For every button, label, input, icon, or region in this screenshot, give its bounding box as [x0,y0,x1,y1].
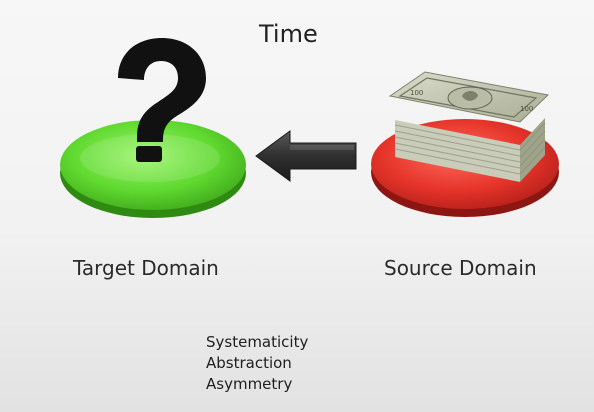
property-item: Systematicity [206,333,309,351]
property-item: Abstraction [206,354,292,372]
left-arrow-icon [255,130,357,182]
properties-list: Systematicity Abstraction Asymmetry [206,332,308,395]
target-domain-label: Target Domain [73,256,219,280]
svg-text:100: 100 [520,105,533,113]
source-domain-label: Source Domain [384,256,537,280]
svg-text:100: 100 [410,89,423,97]
money-stack-icon: 100 100 [388,71,550,182]
target-domain-disc [60,120,246,218]
property-item: Asymmetry [206,375,293,393]
slide-title: Time [259,20,318,48]
question-mark-icon [118,38,206,162]
